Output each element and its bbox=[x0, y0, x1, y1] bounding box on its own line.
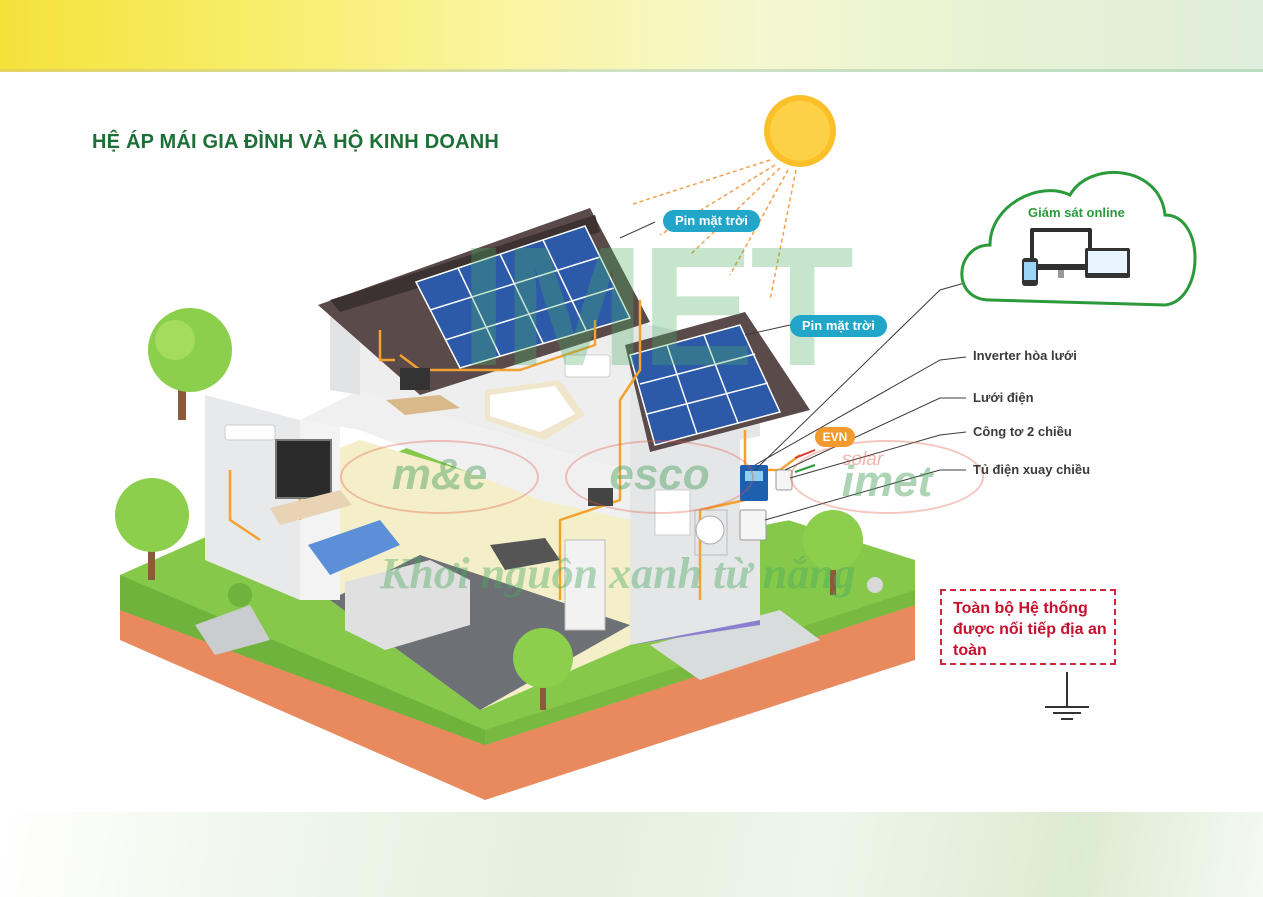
label-meter: Công tơ 2 chiều bbox=[973, 424, 1072, 439]
cabinet-device bbox=[739, 509, 767, 541]
tree-icon-2 bbox=[115, 478, 189, 580]
solar-panel-array-1 bbox=[414, 225, 632, 369]
label-solar-panel-2: Pin mặt trời bbox=[790, 315, 887, 337]
left-path bbox=[195, 605, 270, 655]
watermark-brand: IMET bbox=[460, 212, 854, 402]
page-title: HỆ ÁP MÁI GIA ĐÌNH VÀ HỘ KINH DOANH bbox=[92, 131, 500, 153]
tree-icon bbox=[148, 308, 232, 420]
desk-tv-upper bbox=[386, 368, 460, 415]
label-inverter: Inverter hòa lưới bbox=[973, 348, 1077, 363]
label-grid: Lưới điện bbox=[973, 390, 1034, 405]
solar-panel-array-2 bbox=[629, 324, 782, 446]
evn-badge: EVN bbox=[815, 427, 855, 447]
safety-note: Toàn bộ Hệ thống được nối tiếp địa an to… bbox=[953, 600, 1107, 659]
bedroom-furniture bbox=[485, 354, 611, 440]
living-room-furniture bbox=[224, 424, 400, 575]
tree-icon-4 bbox=[803, 510, 863, 595]
kitchen-furniture bbox=[345, 488, 613, 650]
watermark-tagline: Khơi nguồn xanh từ nắng bbox=[380, 549, 856, 598]
watermark-logo-solar: solar bbox=[842, 449, 884, 470]
watermark-logo-me: m&e bbox=[340, 440, 539, 514]
ground-icon bbox=[1045, 672, 1089, 720]
watermark-logo-esco: esco bbox=[565, 440, 754, 514]
bottom-banner bbox=[0, 812, 1263, 897]
sun-icon bbox=[764, 95, 836, 167]
tree-icon-3 bbox=[513, 628, 573, 710]
label-cabinet: Tủ điện xuay chiều bbox=[973, 462, 1091, 477]
walkway bbox=[650, 610, 820, 680]
label-solar-panel-1: Pin mặt trời bbox=[663, 210, 760, 232]
monitor-icon bbox=[1022, 228, 1130, 286]
label-monitoring: Giám sát online bbox=[1028, 205, 1125, 220]
watermark-logo-imet: imet bbox=[790, 440, 984, 514]
safety-note-box bbox=[940, 589, 1116, 665]
top-banner bbox=[0, 0, 1263, 72]
